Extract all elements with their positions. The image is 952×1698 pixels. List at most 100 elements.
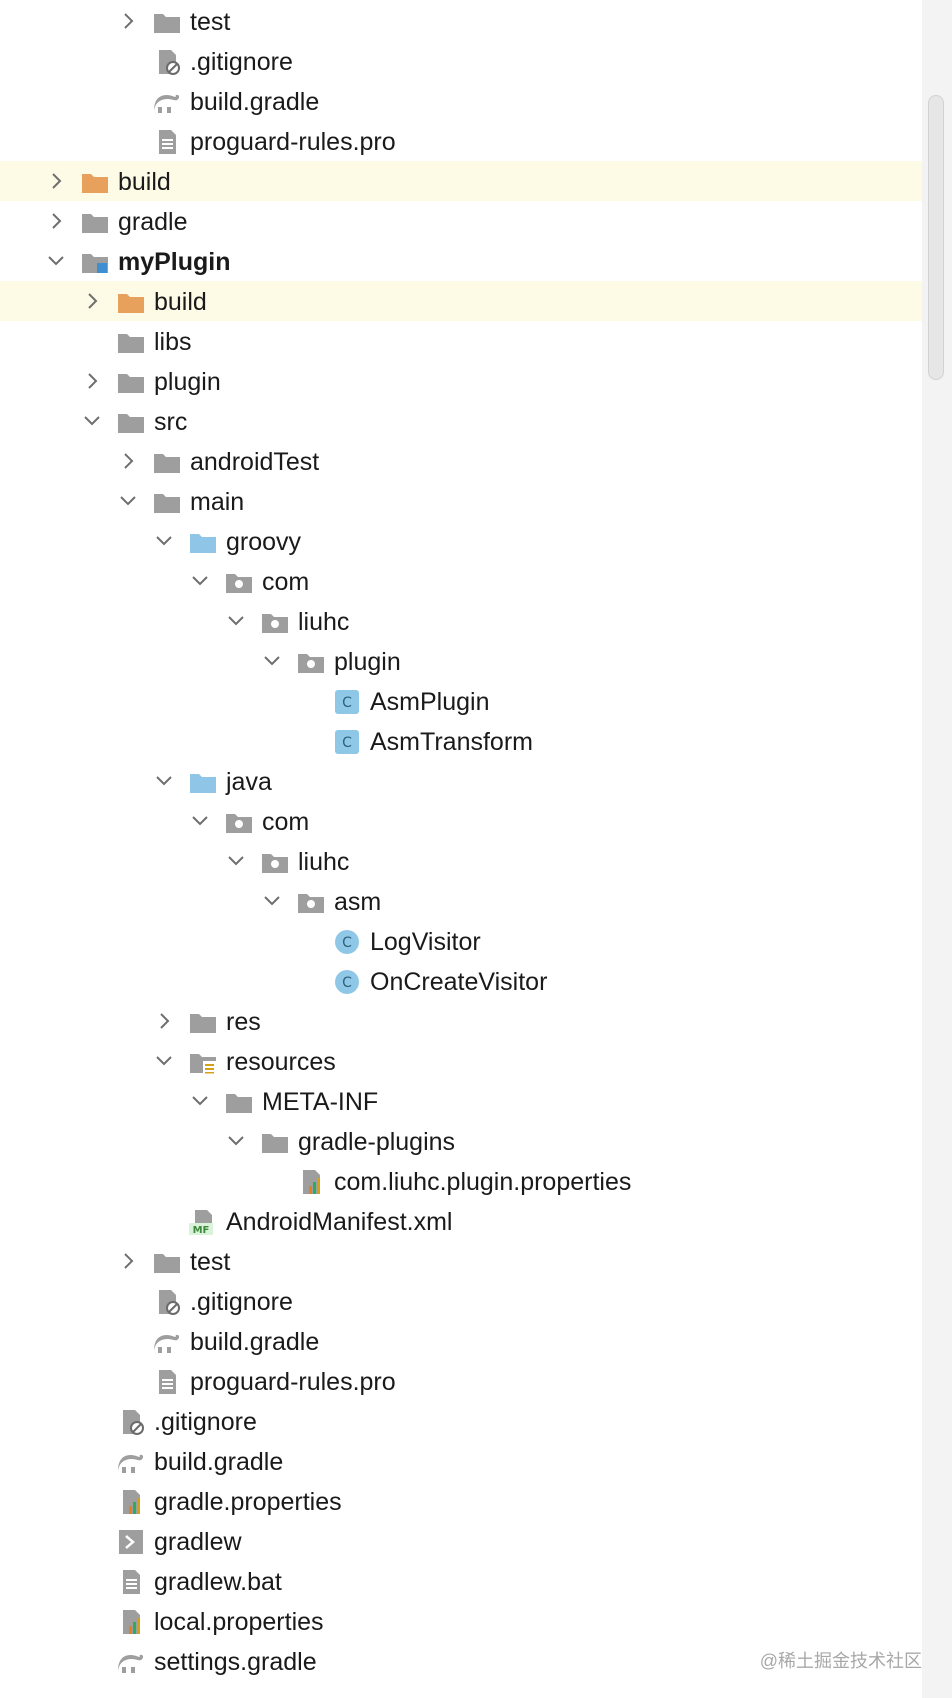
- tree-row[interactable]: libs: [0, 321, 922, 361]
- tree-item-label: .gitignore: [190, 1288, 293, 1316]
- tree-row[interactable]: test: [0, 1, 922, 41]
- tree-row[interactable]: liuhc: [0, 601, 922, 641]
- tree-row[interactable]: build: [0, 161, 922, 201]
- tree-row[interactable]: androidTest: [0, 441, 922, 481]
- chevron-down-icon[interactable]: [226, 1131, 246, 1151]
- tree-row[interactable]: src: [0, 401, 922, 441]
- chevron-right-icon[interactable]: [46, 211, 66, 231]
- tree-row[interactable]: META-INF: [0, 1081, 922, 1121]
- tree-item-label: test: [190, 1248, 231, 1276]
- excluded-folder-icon: [80, 169, 110, 195]
- tree-row[interactable]: settings.gradle: [0, 1641, 922, 1681]
- tree-row[interactable]: com: [0, 801, 922, 841]
- scrollbar-thumb[interactable]: [928, 95, 944, 380]
- chevron-down-icon[interactable]: [190, 571, 210, 591]
- tree-row[interactable]: build.gradle: [0, 1321, 922, 1361]
- tree-item-label: gradlew: [154, 1528, 242, 1556]
- tree-item-label: gradle.properties: [154, 1488, 342, 1516]
- groovy-class-icon: C: [332, 729, 362, 755]
- tree-row[interactable]: gradle: [0, 201, 922, 241]
- tree-item-label: liuhc: [298, 848, 350, 876]
- tree-row[interactable]: build.gradle: [0, 81, 922, 121]
- tree-item-label: gradle: [118, 208, 188, 236]
- tree-row[interactable]: local.properties: [0, 1601, 922, 1641]
- gradle-icon: [116, 1449, 146, 1475]
- package-icon: [224, 569, 254, 595]
- tree-row[interactable]: .gitignore: [0, 1281, 922, 1321]
- folder-icon: [260, 1129, 290, 1155]
- tree-row[interactable]: plugin: [0, 361, 922, 401]
- tree-item-label: gradle-plugins: [298, 1128, 456, 1156]
- package-icon: [224, 809, 254, 835]
- tree-row[interactable]: myPlugin: [0, 241, 922, 281]
- tree-row[interactable]: main: [0, 481, 922, 521]
- tree-row[interactable]: build.gradle: [0, 1441, 922, 1481]
- package-icon: [260, 849, 290, 875]
- tree-item-label: .gitignore: [154, 1408, 257, 1436]
- text-file-icon: [116, 1569, 146, 1595]
- tree-item-label: local.properties: [154, 1608, 324, 1636]
- tree-row[interactable]: proguard-rules.pro: [0, 1361, 922, 1401]
- chevron-right-icon[interactable]: [82, 371, 102, 391]
- chevron-right-icon[interactable]: [46, 171, 66, 191]
- tree-row[interactable]: java: [0, 761, 922, 801]
- tree-item-label: build.gradle: [154, 1448, 284, 1476]
- chevron-down-icon[interactable]: [118, 491, 138, 511]
- chevron-right-icon[interactable]: [82, 291, 102, 311]
- text-file-icon: [152, 129, 182, 155]
- tree-row[interactable]: test: [0, 1241, 922, 1281]
- tree-row[interactable]: liuhc: [0, 841, 922, 881]
- package-icon: [296, 889, 326, 915]
- chevron-down-icon[interactable]: [190, 811, 210, 831]
- chevron-right-icon[interactable]: [118, 11, 138, 31]
- shell-script-icon: [116, 1529, 146, 1555]
- folder-icon: [224, 1089, 254, 1115]
- chevron-down-icon[interactable]: [154, 771, 174, 791]
- chevron-right-icon[interactable]: [118, 451, 138, 471]
- tree-row[interactable]: res: [0, 1001, 922, 1041]
- chevron-down-icon[interactable]: [226, 851, 246, 871]
- tree-row[interactable]: asm: [0, 881, 922, 921]
- tree-item-label: proguard-rules.pro: [190, 1368, 396, 1396]
- tree-row[interactable]: proguard-rules.pro: [0, 121, 922, 161]
- tree-item-label: build.gradle: [190, 1328, 320, 1356]
- chevron-down-icon[interactable]: [262, 651, 282, 671]
- tree-row[interactable]: .gitignore: [0, 1401, 922, 1441]
- chevron-down-icon[interactable]: [226, 611, 246, 631]
- vertical-scrollbar[interactable]: [922, 0, 952, 1698]
- tree-item-label: plugin: [334, 648, 401, 676]
- tree-row[interactable]: gradlew: [0, 1521, 922, 1561]
- source-folder-icon: [188, 769, 218, 795]
- tree-row[interactable]: .gitignore: [0, 41, 922, 81]
- tree-row[interactable]: gradlew.bat: [0, 1561, 922, 1601]
- tree-row[interactable]: plugin: [0, 641, 922, 681]
- tree-row[interactable]: resources: [0, 1041, 922, 1081]
- chevron-down-icon[interactable]: [46, 251, 66, 271]
- tree-row[interactable]: build: [0, 281, 922, 321]
- tree-row[interactable]: com: [0, 561, 922, 601]
- folder-icon: [152, 449, 182, 475]
- svg-text:C: C: [342, 735, 352, 751]
- chevron-down-icon[interactable]: [82, 411, 102, 431]
- text-file-icon: [152, 1369, 182, 1395]
- tree-item-label: .gitignore: [190, 48, 293, 76]
- folder-icon: [152, 9, 182, 35]
- tree-row[interactable]: groovy: [0, 521, 922, 561]
- module-folder-icon: [80, 249, 110, 275]
- chevron-right-icon[interactable]: [118, 1251, 138, 1271]
- chevron-down-icon[interactable]: [154, 531, 174, 551]
- tree-item-label: AsmPlugin: [370, 688, 490, 716]
- tree-row[interactable]: gradle-plugins: [0, 1121, 922, 1161]
- tree-row[interactable]: gradle.properties: [0, 1481, 922, 1521]
- chevron-down-icon[interactable]: [262, 891, 282, 911]
- java-class-icon: C: [332, 969, 362, 995]
- chevron-down-icon[interactable]: [190, 1091, 210, 1111]
- tree-row[interactable]: com.liuhc.plugin.properties: [0, 1161, 922, 1201]
- chevron-right-icon[interactable]: [154, 1011, 174, 1031]
- chevron-down-icon[interactable]: [154, 1051, 174, 1071]
